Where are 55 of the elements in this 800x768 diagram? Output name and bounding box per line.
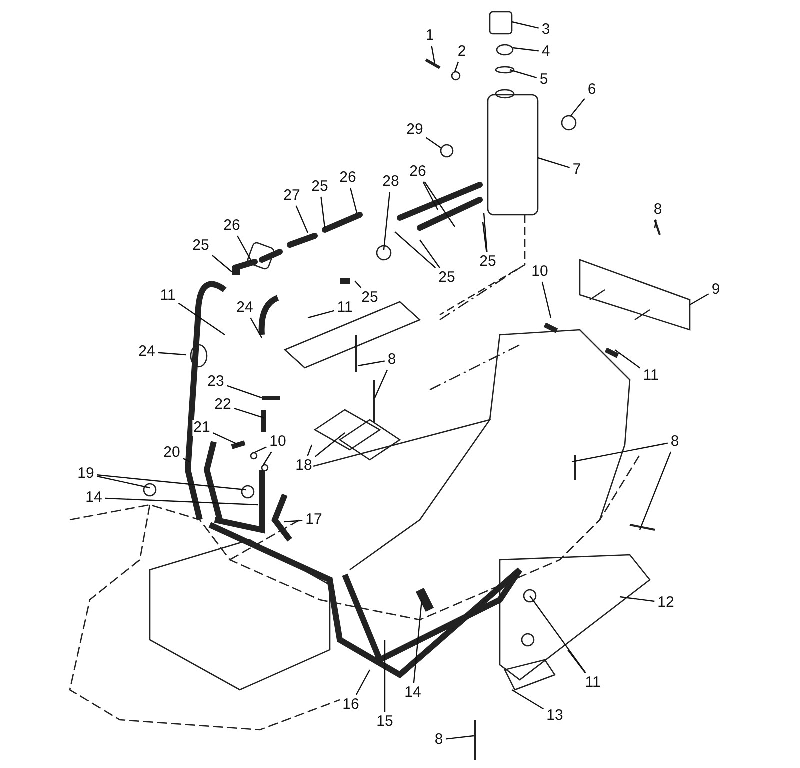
callout-number: 18	[294, 458, 314, 474]
leader-line	[512, 689, 544, 710]
leader-line	[426, 137, 442, 148]
leader-line	[383, 192, 391, 250]
callout-number: 21	[192, 420, 212, 436]
leader-line	[510, 69, 537, 78]
leader-line	[512, 47, 539, 52]
leader-line	[620, 596, 655, 602]
leader-line	[307, 444, 313, 456]
leader-line	[183, 458, 190, 463]
leader-line	[237, 236, 253, 262]
leader-line	[422, 182, 439, 210]
leader-line	[105, 498, 258, 506]
leader-line	[572, 442, 668, 463]
leader-line	[538, 157, 570, 168]
leader-line	[530, 596, 586, 674]
leader-line	[350, 188, 358, 214]
leader-line	[354, 280, 362, 288]
leader-line	[213, 432, 240, 446]
leader-line	[542, 282, 552, 318]
leader-line	[320, 196, 326, 228]
leader-line	[384, 640, 386, 712]
leader-line	[483, 212, 488, 252]
leader-line	[356, 670, 371, 696]
leader-line	[314, 432, 346, 458]
leader-line	[97, 476, 150, 489]
leader-line	[284, 520, 303, 523]
leader-line	[358, 360, 385, 367]
leader-line	[158, 352, 186, 356]
leader-line	[308, 310, 334, 319]
leader-line	[254, 446, 267, 454]
leader-line	[413, 600, 423, 684]
leader-line	[446, 735, 474, 740]
leader-line	[97, 474, 246, 491]
leader-line	[482, 222, 488, 252]
leader-line	[570, 98, 586, 116]
leader-line	[178, 302, 226, 336]
leader-line	[394, 232, 436, 268]
leader-line	[639, 452, 672, 530]
leader-line	[654, 220, 657, 228]
leader-line	[614, 350, 641, 369]
leader-line	[234, 408, 264, 419]
leader-line	[420, 240, 440, 268]
leader-line	[424, 182, 456, 228]
leader-line	[568, 650, 586, 674]
leader-line	[296, 206, 309, 234]
leader-line	[454, 62, 460, 72]
leader-line	[690, 294, 710, 306]
leader-line	[262, 452, 272, 466]
leader-line	[212, 255, 232, 272]
leader-line	[374, 370, 388, 398]
leader-line	[227, 385, 262, 399]
leader-line	[431, 46, 436, 64]
leader-line	[250, 318, 263, 338]
leader-line	[512, 21, 539, 29]
